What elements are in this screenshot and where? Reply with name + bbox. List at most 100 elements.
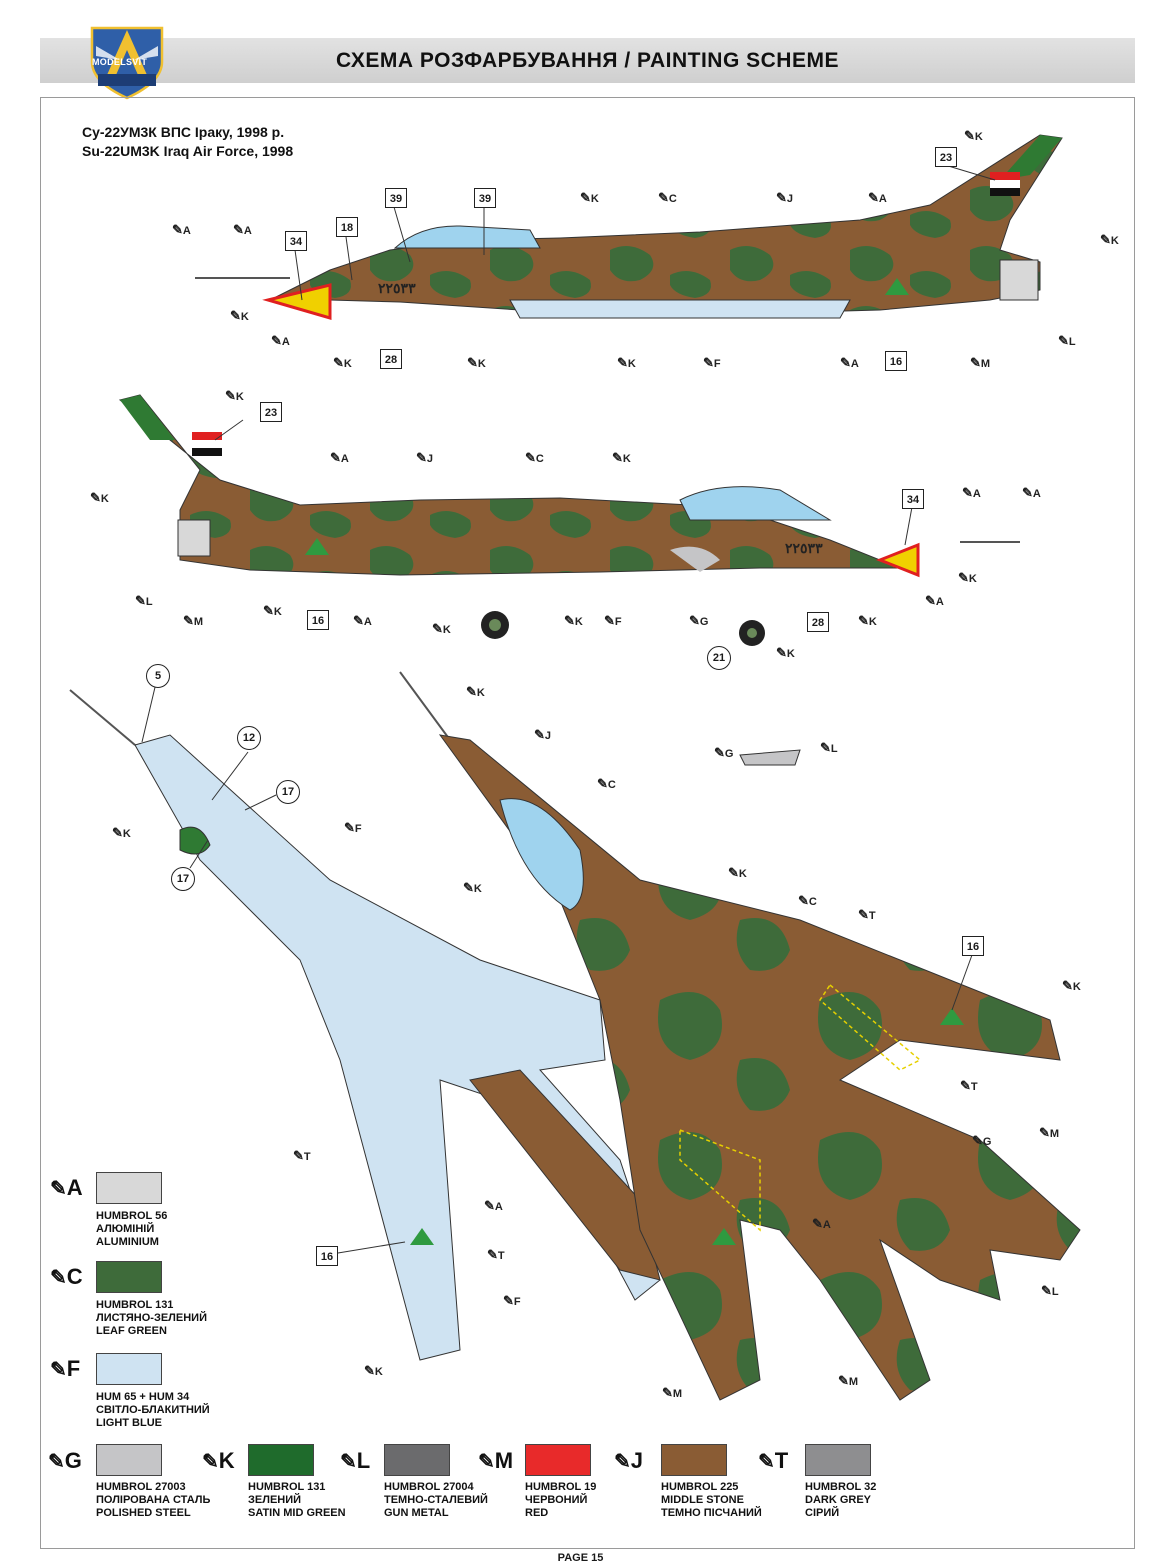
- paint-label-j: ✎J: [534, 727, 552, 742]
- color-swatch: [96, 1261, 162, 1293]
- paint-label-l: ✎L: [820, 740, 838, 755]
- aircraft-number-left: ٢٢٥٣٣: [378, 280, 416, 296]
- legend-letter: ✎M: [478, 1448, 514, 1473]
- paint-label-a: ✎A: [172, 222, 191, 237]
- callout-34-top: 34: [285, 231, 307, 251]
- legend-letter: ✎C: [50, 1264, 83, 1289]
- paint-label-j: ✎J: [776, 190, 794, 205]
- paint-label-k: ✎K: [776, 645, 795, 660]
- color-swatch: [384, 1444, 450, 1476]
- aircraft-number-right: ٢٢٥٣٣: [785, 540, 823, 556]
- paint-label-a: ✎A: [271, 333, 290, 348]
- paint-label-f: ✎F: [703, 355, 721, 370]
- paint-label-g: ✎G: [689, 613, 709, 628]
- paint-label-k: ✎K: [728, 865, 747, 880]
- side-view-left: [195, 134, 1063, 320]
- paint-label-m: ✎M: [838, 1373, 859, 1388]
- paint-label-k: ✎K: [112, 825, 131, 840]
- paint-label-k: ✎K: [580, 190, 599, 205]
- paint-label-k: ✎K: [333, 355, 352, 370]
- legend-letter: ✎A: [50, 1175, 83, 1200]
- paint-label-a: ✎A: [868, 190, 887, 205]
- paint-label-k: ✎K: [466, 684, 485, 699]
- paint-label-k: ✎K: [858, 613, 877, 628]
- paint-label-a: ✎A: [353, 613, 372, 628]
- paint-label-a: ✎A: [484, 1198, 503, 1213]
- paint-label-a: ✎A: [840, 355, 859, 370]
- paint-label-c: ✎C: [798, 893, 817, 908]
- paint-label-k: ✎K: [1100, 232, 1119, 247]
- paint-label-a: ✎A: [330, 450, 349, 465]
- page-title: СХЕМА РОЗФАРБУВАННЯ / PAINTING SCHEME: [336, 49, 839, 72]
- callout-17-a: 17: [276, 780, 300, 804]
- color-swatch: [96, 1172, 162, 1204]
- color-swatch: [661, 1444, 727, 1476]
- paint-label-k: ✎K: [463, 880, 482, 895]
- paint-label-k: ✎K: [432, 621, 451, 636]
- legend-letter: ✎F: [50, 1356, 81, 1381]
- header-bar: СХЕМА РОЗФАРБУВАННЯ / PAINTING SCHEME: [40, 38, 1135, 83]
- paint-label-k: ✎K: [1062, 978, 1081, 993]
- legend-letter: ✎J: [614, 1448, 644, 1473]
- callout-5: 5: [146, 664, 170, 688]
- paint-label-t: ✎T: [858, 907, 876, 922]
- paint-label-f: ✎F: [503, 1293, 521, 1308]
- paint-label-m: ✎M: [1039, 1125, 1060, 1140]
- callout-39-b: 39: [474, 188, 496, 208]
- color-swatch: [96, 1353, 162, 1385]
- paint-label-m: ✎M: [183, 613, 204, 628]
- callout-28-bottom: 28: [807, 612, 829, 632]
- paint-label-k: ✎K: [958, 570, 977, 585]
- callout-18: 21: [707, 646, 731, 670]
- callout-16-top-view: 16: [962, 936, 984, 956]
- callout-23-top: 23: [935, 147, 957, 167]
- legend-letter: ✎L: [340, 1448, 371, 1473]
- paint-label-c: ✎C: [658, 190, 677, 205]
- callout-23-bottom: 23: [260, 402, 282, 422]
- color-swatch: [525, 1444, 591, 1476]
- paint-label-j: ✎J: [416, 450, 434, 465]
- legend-letter: ✎G: [48, 1448, 82, 1473]
- paint-label-a: ✎A: [962, 485, 981, 500]
- paint-label-c: ✎C: [597, 776, 616, 791]
- paint-label-f: ✎F: [344, 820, 362, 835]
- paint-label-f: ✎F: [604, 613, 622, 628]
- side-view-right: [118, 394, 1020, 646]
- underside-view: [69, 689, 661, 1361]
- paint-label-k: ✎K: [263, 603, 282, 618]
- modelsvit-logo: [90, 26, 164, 100]
- legend-letter: ✎K: [202, 1448, 235, 1473]
- legend-letter: ✎T: [758, 1448, 789, 1473]
- paint-label-g: ✎G: [972, 1133, 992, 1148]
- paint-label-a: ✎A: [233, 222, 252, 237]
- callout-16-top: 16: [885, 351, 907, 371]
- top-view: [399, 671, 1081, 1401]
- paint-label-l: ✎L: [1058, 333, 1076, 348]
- callout-34-bottom: 34: [902, 489, 924, 509]
- subtitle-uk: Су-22УМ3К ВПС Іраку, 1998 р.: [82, 124, 285, 140]
- paint-label-t: ✎T: [293, 1148, 311, 1163]
- paint-label-m: ✎M: [970, 355, 991, 370]
- paint-label-g: ✎G: [714, 745, 734, 760]
- callout-12: 12: [237, 726, 261, 750]
- paint-label-k: ✎K: [364, 1363, 383, 1378]
- color-swatch: [805, 1444, 871, 1476]
- paint-label-k: ✎K: [225, 388, 244, 403]
- logo-text: MODELSVIT: [92, 57, 148, 67]
- page-number: PAGE 15: [557, 1552, 604, 1564]
- paint-label-k: ✎K: [612, 450, 631, 465]
- paint-label-m: ✎M: [662, 1385, 683, 1400]
- paint-label-a: ✎A: [925, 593, 944, 608]
- color-swatch: [248, 1444, 314, 1476]
- paint-label-t: ✎T: [960, 1078, 978, 1093]
- paint-label-k: ✎K: [90, 490, 109, 505]
- subtitle-en: Su-22UM3K Iraq Air Force, 1998: [82, 143, 294, 159]
